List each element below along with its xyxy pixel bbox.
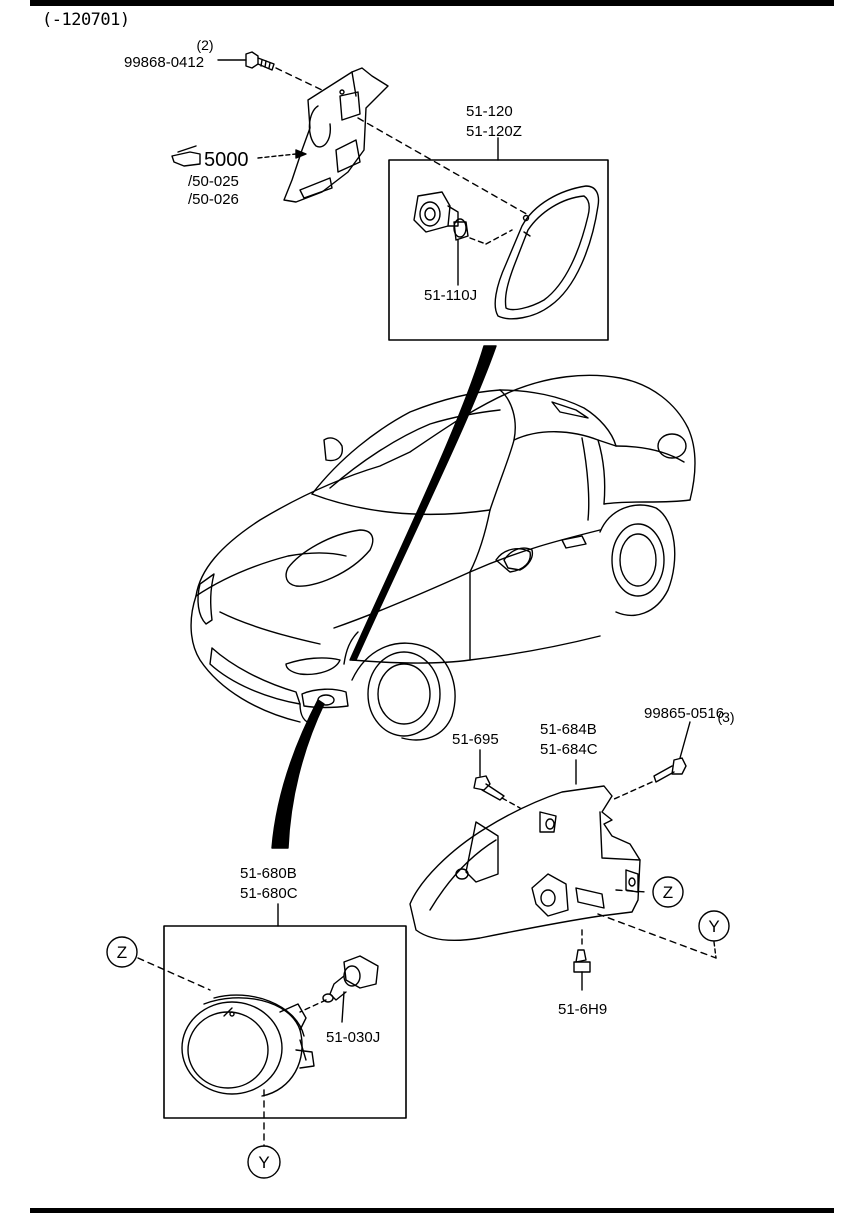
label-bracket-b: 51-684C (540, 741, 598, 758)
marker-z-right-text: Z (663, 883, 673, 902)
side-marker-lamp (494, 185, 600, 320)
label-fog-bulb: 51-030J (326, 1029, 380, 1046)
bolt-51-6H9 (573, 929, 591, 991)
clip-51-695 (473, 749, 505, 801)
label-side-lamp-b: 51-120Z (466, 123, 522, 140)
marker-y-right-text: Y (708, 917, 719, 936)
hand-pointer-icon (171, 145, 201, 167)
car-illustration (190, 374, 696, 741)
label-ref-50-026: /50-026 (188, 191, 239, 208)
label-fog-lamp-a: 51-680B (240, 865, 297, 882)
label-screw-top: 99868-0412 (124, 54, 204, 71)
label-bolt: 51-6H9 (558, 1001, 607, 1018)
label-fog-lamp-b: 51-680C (240, 885, 298, 902)
screw-99868-0412 (217, 51, 275, 71)
label-ref-5000: 5000 (204, 149, 249, 171)
screw-99865-0516 (653, 721, 691, 783)
fog-lamp-bracket (409, 785, 641, 942)
label-clip: 51-695 (452, 731, 499, 748)
fog-lamp-bulb (322, 955, 379, 1023)
marker-y-bottom (247, 1145, 281, 1179)
side-lamp-socket (413, 191, 469, 241)
label-side-lamp-a: 51-120 (466, 103, 513, 120)
marker-y-right (698, 910, 730, 942)
label-ref-50-025: /50-025 (188, 173, 239, 190)
marker-y-bottom-text: Y (258, 1153, 269, 1172)
label-bracket-a: 51-684B (540, 721, 597, 738)
label-screw-top-qty: (2) (196, 37, 213, 53)
label-side-bulb: 51-110J (424, 287, 477, 304)
marker-z-right (652, 876, 684, 908)
label-screw-right-qty: (3) (717, 709, 734, 725)
top-border (30, 0, 834, 6)
side-lamp-box (388, 159, 609, 341)
bottom-border (30, 1208, 834, 1213)
fog-lamp (181, 994, 315, 1097)
marker-z-left-text: Z (117, 943, 127, 962)
marker-z-left (106, 936, 138, 968)
fender-liner-bracket (283, 67, 389, 203)
label-screw-right: 99865-0516 (644, 705, 724, 722)
revision-label: (-120701) (42, 10, 130, 30)
fog-lamp-box (163, 925, 407, 1119)
